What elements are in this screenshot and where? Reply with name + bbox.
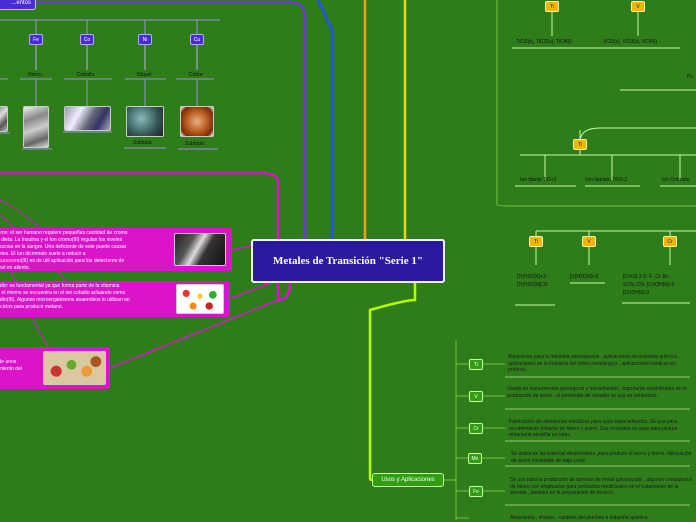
ions-badge-ti[interactable]: Ti [573,139,587,150]
metal-name-cobalto[interactable]: Cobalto [77,72,95,78]
side-label[interactable]: Pu [687,74,694,80]
metal-name-hierro[interactable]: Hierro [28,72,42,78]
ion-titanato[interactable]: Ion titanato TiO3-2 [586,177,628,183]
use-text-v[interactable]: Usado en instrumentos quirúrgicos y herr… [507,386,687,399]
use-text-cr[interactable]: Fabricación de aleaciones metálicas para… [509,419,678,438]
complex-v-line-1: [V(H2O)6]+3 [570,274,599,280]
bio-box-other[interactable]: l de unos amiento del [0,347,110,389]
cobalto-image [64,106,111,131]
chloride-formula-v[interactable]: VCl2(s), VCl3(s), VCl4(l) [603,39,658,45]
niquel-image [126,106,164,137]
complex-v-formula[interactable]: [V(H2O)6]+3 [570,273,598,281]
foods-image [176,284,224,314]
complex-ti-line-2: [Ti(H2O)6]Cl3 [517,282,548,288]
use-badge-v[interactable]: V [469,391,483,402]
ion-titanio[interactable]: Ion titanio TiO+2 [520,177,557,183]
use-badge-fe[interactable]: Fe [469,486,483,497]
use-text-extra[interactable]: Aleaciones , imanes , catálisis del petr… [510,515,648,521]
metal-name-niquel[interactable]: Níquel [137,72,152,78]
chloride-formula-ti[interactable]: TiCl2(s), TiCl3(s), TiCl4(l) [516,39,572,45]
bio-box-cromo[interactable]: romo: el ser humano requiere pequeñas ca… [0,228,232,271]
subtopic-cobre[interactable]: Subtopic [185,141,205,147]
complex-ti-line-1: [Ti(H2O)6]+3 [517,274,546,280]
chloride-badge-ti[interactable]: Ti [545,1,559,12]
central-topic[interactable]: Metales de Transición "Serie 1" [251,239,445,283]
vegetables-image [43,351,106,385]
cobre-image [180,106,214,137]
metal-badge-fe[interactable]: Fe [29,34,43,45]
ion-cromato[interactable]: Ion Cromato [662,177,690,183]
metal-badge-cu[interactable]: Cu [190,34,204,45]
complex-badge-cr[interactable]: Cr [663,236,677,247]
complex-badge-ti[interactable]: Ti [529,236,543,247]
complex-cr-formula[interactable]: [CrX6]-3 X: F-,Cl-,Br-, SCN-,CN- [Cr(OH)… [623,273,674,297]
use-text-ti[interactable]: Aleaciones para la industria aeroespacia… [508,354,680,373]
chloride-badge-v[interactable]: V [631,1,645,12]
bio-text-cromo: romo: el ser humano requiere pequeñas ca… [0,230,128,271]
use-badge-cr[interactable]: Cr [469,423,483,434]
use-text-mn[interactable]: Se utiliza en las baterías desechables ,… [511,451,692,464]
bio-text-other: l de unos amiento del [0,359,22,372]
complex-cr-line-3: [Cr(OH)6]-3 [623,290,650,296]
top-left-title[interactable]: ...entos [0,0,36,10]
metal-name-cobre[interactable]: Cobre [189,72,203,78]
bio-text-cobalto: balto: es fundamental ya que forma parte… [0,283,130,310]
use-text-fe[interactable]: Se usa para la producción de láminas de … [510,477,693,496]
uses-topic[interactable]: Usos y Aplicaciones [372,473,444,487]
use-badge-ti[interactable]: Ti [469,359,483,370]
complex-cr-line-1: [CrX6]-3 X: F-,Cl-,Br-, [623,274,672,280]
bio-box-cobalto[interactable]: balto: es fundamental ya que forma parte… [0,281,230,317]
metal-badge-ni[interactable]: Ni [138,34,152,45]
breathalyzer-image [174,233,226,266]
complex-badge-v[interactable]: V [582,236,596,247]
subtopic-niquel[interactable]: Subtopic [133,140,153,146]
use-badge-mn[interactable]: Mn [468,453,482,464]
complex-cr-line-2: SCN-,CN- [Cr(OH)6]+3 [623,282,675,288]
hierro-image [23,106,49,148]
complex-ti-formula[interactable]: [Ti(H2O)6]+3 [Ti(H2O)6]Cl3 [517,273,557,289]
mineral-image [0,106,8,132]
metal-badge-co[interactable]: Co [80,34,94,45]
